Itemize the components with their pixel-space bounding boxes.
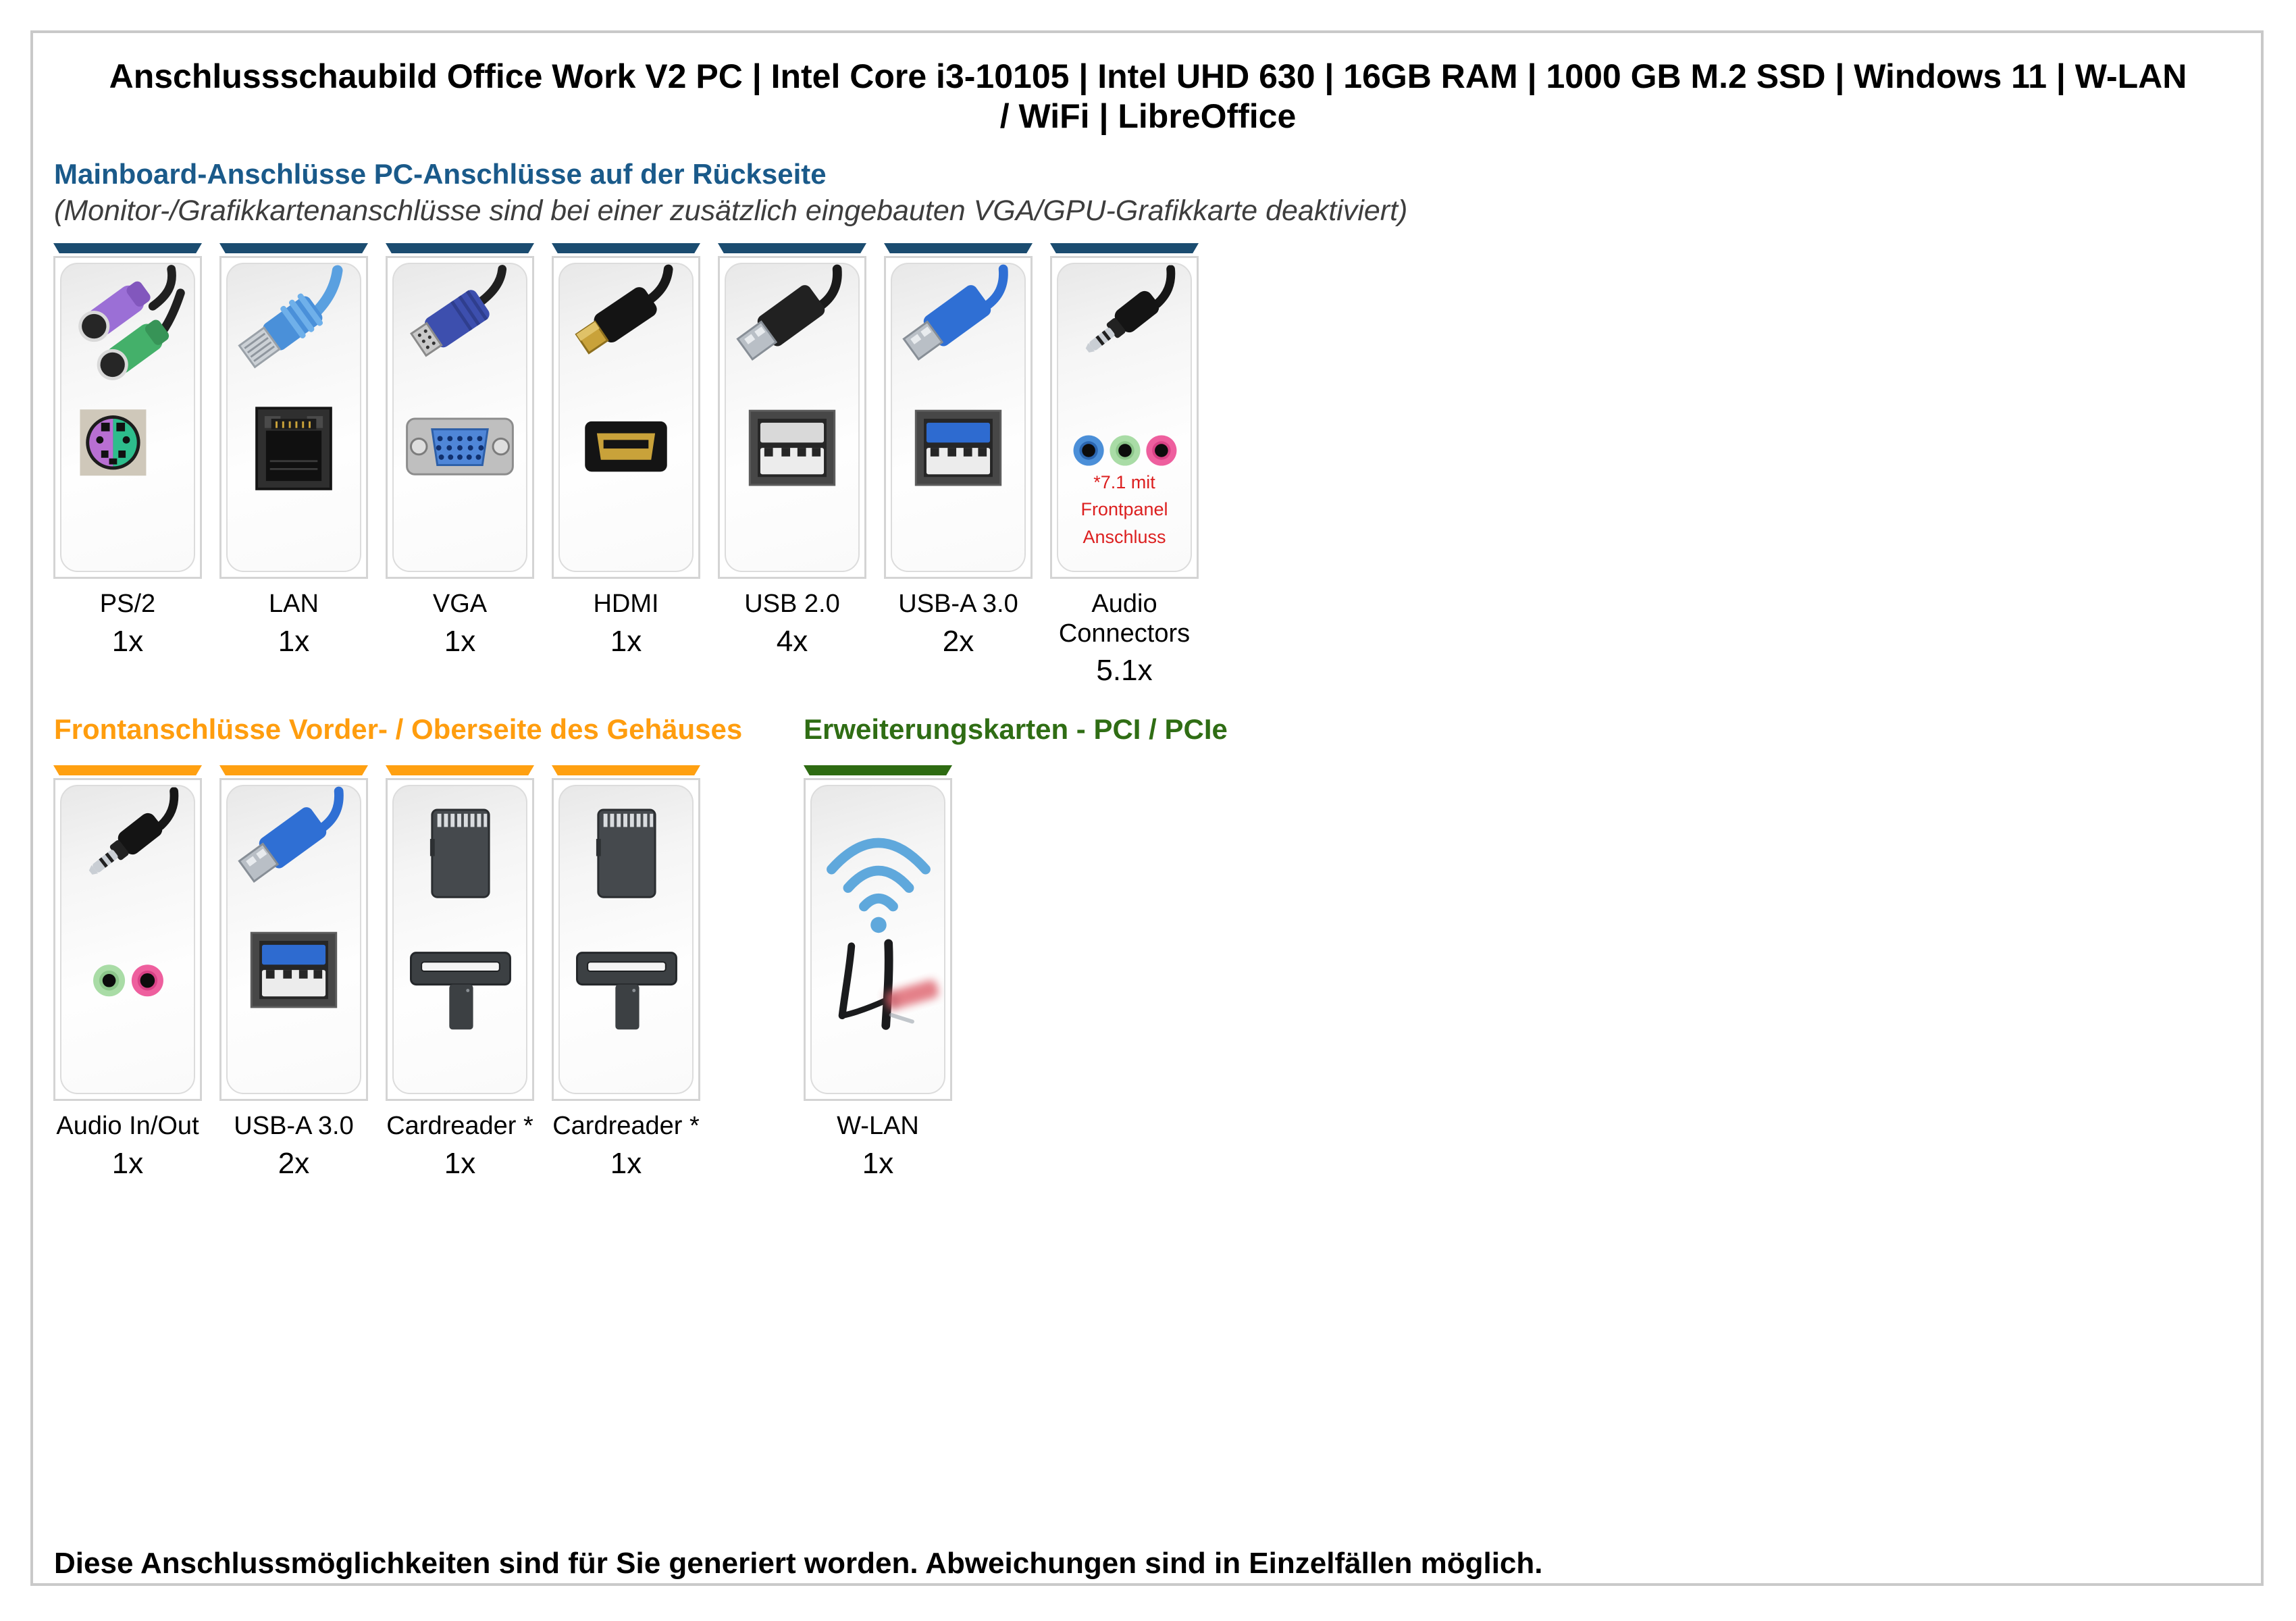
cardreader-icon bbox=[560, 786, 692, 1093]
port-count: 4x bbox=[776, 624, 808, 658]
port-card-vga: VGA 1x bbox=[386, 243, 534, 659]
port-label: PS/2 bbox=[99, 590, 156, 618]
card-image-panel: *7.1 mit Frontpanel Anschluss bbox=[1050, 256, 1199, 579]
disclaimer-text: Diese Anschlussmöglichkeiten sind für Si… bbox=[54, 1547, 1543, 1580]
section-title-front: Frontanschlüsse Vorder- / Oberseite des … bbox=[54, 713, 743, 745]
port-label: W-LAN bbox=[837, 1112, 919, 1140]
port-count: 5.1x bbox=[1096, 654, 1153, 688]
card-accent-bar bbox=[386, 243, 534, 253]
section-title-expansion: Erweiterungskarten - PCI / PCIe bbox=[804, 713, 1228, 745]
card-accent-bar bbox=[386, 765, 534, 775]
port-label: USB 2.0 bbox=[744, 590, 840, 618]
ps2-connectors-icon bbox=[61, 264, 194, 571]
card-image-panel bbox=[386, 778, 534, 1101]
port-label: VGA bbox=[432, 590, 488, 618]
port-card-hdmi: HDMI 1x bbox=[552, 243, 700, 659]
card-image-panel bbox=[884, 256, 1033, 579]
usb3-connector-icon bbox=[892, 264, 1024, 571]
card-image-panel bbox=[718, 256, 866, 579]
port-count: 1x bbox=[111, 1146, 144, 1180]
card-image-panel bbox=[53, 778, 202, 1101]
port-count: 1x bbox=[111, 624, 144, 658]
card-accent-bar bbox=[1050, 243, 1199, 253]
port-label: HDMI bbox=[593, 590, 659, 618]
port-count: 2x bbox=[942, 624, 974, 658]
card-accent-bar bbox=[718, 243, 866, 253]
port-label: LAN bbox=[269, 590, 319, 618]
port-count: 1x bbox=[444, 1146, 476, 1180]
card-image-panel bbox=[386, 256, 534, 579]
section-subtitle-mainboard: (Monitor-/Grafikkartenanschlüsse sind be… bbox=[54, 195, 1408, 227]
port-count: 1x bbox=[278, 624, 310, 658]
page-title: Anschlussschaubild Office Work V2 PC | I… bbox=[109, 57, 2187, 135]
port-label: Audio In/Out bbox=[56, 1112, 199, 1140]
card-image-panel bbox=[552, 778, 700, 1101]
card-accent-bar bbox=[884, 243, 1033, 253]
port-card-usb3-front: USB-A 3.0 2x bbox=[219, 765, 368, 1181]
port-count: 2x bbox=[278, 1146, 310, 1180]
port-card-cardreader-2: Cardreader * 1x bbox=[552, 765, 700, 1181]
port-card-cardreader-1: Cardreader * 1x bbox=[386, 765, 534, 1181]
section-title-mainboard: Mainboard-Anschlüsse PC-Anschlüsse auf d… bbox=[54, 158, 827, 190]
card-image-panel bbox=[552, 256, 700, 579]
port-card-usb3-rear: USB-A 3.0 2x bbox=[884, 243, 1033, 659]
port-label: Audio Connectors bbox=[1058, 590, 1191, 648]
card-accent-bar bbox=[552, 243, 700, 253]
port-card-ps2: PS/2 1x bbox=[53, 243, 202, 659]
cardreader-icon bbox=[394, 786, 526, 1093]
port-count: 1x bbox=[444, 624, 476, 658]
vga-connector-icon bbox=[394, 264, 526, 571]
lan-rj45-icon bbox=[228, 264, 360, 571]
port-count: 1x bbox=[610, 624, 642, 658]
port-card-wlan: W-LAN 1x bbox=[804, 765, 952, 1181]
port-count: 1x bbox=[862, 1146, 894, 1180]
card-image-panel bbox=[219, 778, 368, 1101]
card-image-panel bbox=[53, 256, 202, 579]
usb2-connector-icon bbox=[726, 264, 858, 571]
card-accent-bar bbox=[53, 765, 202, 775]
port-card-lan: LAN 1x bbox=[219, 243, 368, 659]
port-card-audio-connectors: *7.1 mit Frontpanel Anschluss Audio Conn… bbox=[1050, 243, 1199, 688]
port-label: Cardreader * bbox=[386, 1112, 533, 1140]
audio-in-out-icon bbox=[61, 786, 194, 1093]
card-image-panel bbox=[219, 256, 368, 579]
wlan-antenna-icon bbox=[812, 786, 944, 1093]
card-image-panel bbox=[804, 778, 952, 1101]
usb3-connector-icon bbox=[228, 786, 360, 1093]
port-label: Cardreader * bbox=[552, 1112, 700, 1140]
port-card-audio-in-out: Audio In/Out 1x bbox=[53, 765, 202, 1181]
card-accent-bar bbox=[804, 765, 952, 775]
card-accent-bar bbox=[552, 765, 700, 775]
port-label: USB-A 3.0 bbox=[234, 1112, 354, 1140]
port-count: 1x bbox=[610, 1146, 642, 1180]
card-accent-bar bbox=[219, 765, 368, 775]
port-card-usb2: USB 2.0 4x bbox=[718, 243, 866, 659]
hdmi-connector-icon bbox=[560, 264, 692, 571]
port-label: USB-A 3.0 bbox=[898, 590, 1018, 618]
card-accent-bar bbox=[53, 243, 202, 253]
audio-frontpanel-note: *7.1 mit Frontpanel Anschluss bbox=[1080, 471, 1168, 547]
card-accent-bar bbox=[219, 243, 368, 253]
